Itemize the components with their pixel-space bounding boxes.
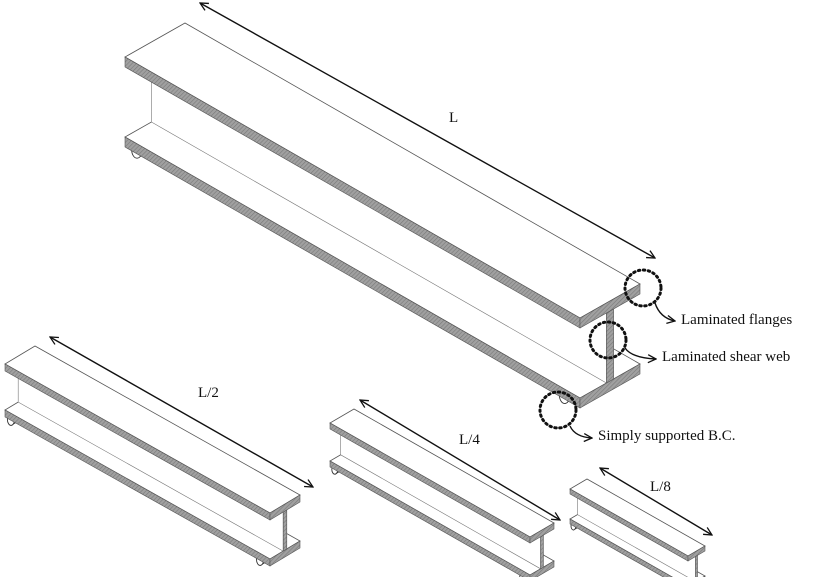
bottom-flange-end-face <box>579 363 641 409</box>
shear-web-end <box>282 509 288 552</box>
flange-callout-arrow <box>654 302 675 321</box>
shear-web-end <box>606 308 614 384</box>
bottom-flange-side-face <box>569 518 673 577</box>
beam-l <box>124 22 641 409</box>
dimension-arrow-l-8 <box>600 468 712 535</box>
dimension-arrow-l-4 <box>360 400 560 520</box>
web-highlight-circle <box>588 320 628 360</box>
callout-laminated-flanges: Laminated flanges <box>681 312 793 328</box>
callout-laminated-shear-web: Laminated shear web <box>662 349 791 365</box>
bottom-flange-end-face <box>529 560 555 577</box>
length-label-l-8: L/8 <box>650 479 671 495</box>
beam-l-4 <box>329 408 555 577</box>
support-callout-arrow <box>569 425 592 438</box>
top-flange-side-face <box>124 56 581 329</box>
length-label-l: L <box>449 110 459 126</box>
dimension-arrow-l-2 <box>50 337 313 487</box>
bottom-flange-end-face <box>269 540 301 567</box>
length-label-l-2: L/2 <box>198 385 219 401</box>
dimension-arrow-l <box>200 3 655 258</box>
web-callout-arrow <box>624 347 656 359</box>
shear-web-end <box>695 554 698 577</box>
top-flange-end-face <box>269 494 301 521</box>
flange-highlight-circle <box>623 268 663 308</box>
shear-web-end <box>540 534 544 570</box>
beam-l-8 <box>569 478 706 577</box>
callout-simply-supported: Simply supported B.C. <box>598 428 736 444</box>
top-flange-end-face <box>529 522 555 544</box>
support-highlight-circle <box>538 390 578 430</box>
beam-l-2 <box>4 345 301 567</box>
top-flange-end-face <box>687 545 706 562</box>
length-label-l-4: L/4 <box>459 432 480 448</box>
